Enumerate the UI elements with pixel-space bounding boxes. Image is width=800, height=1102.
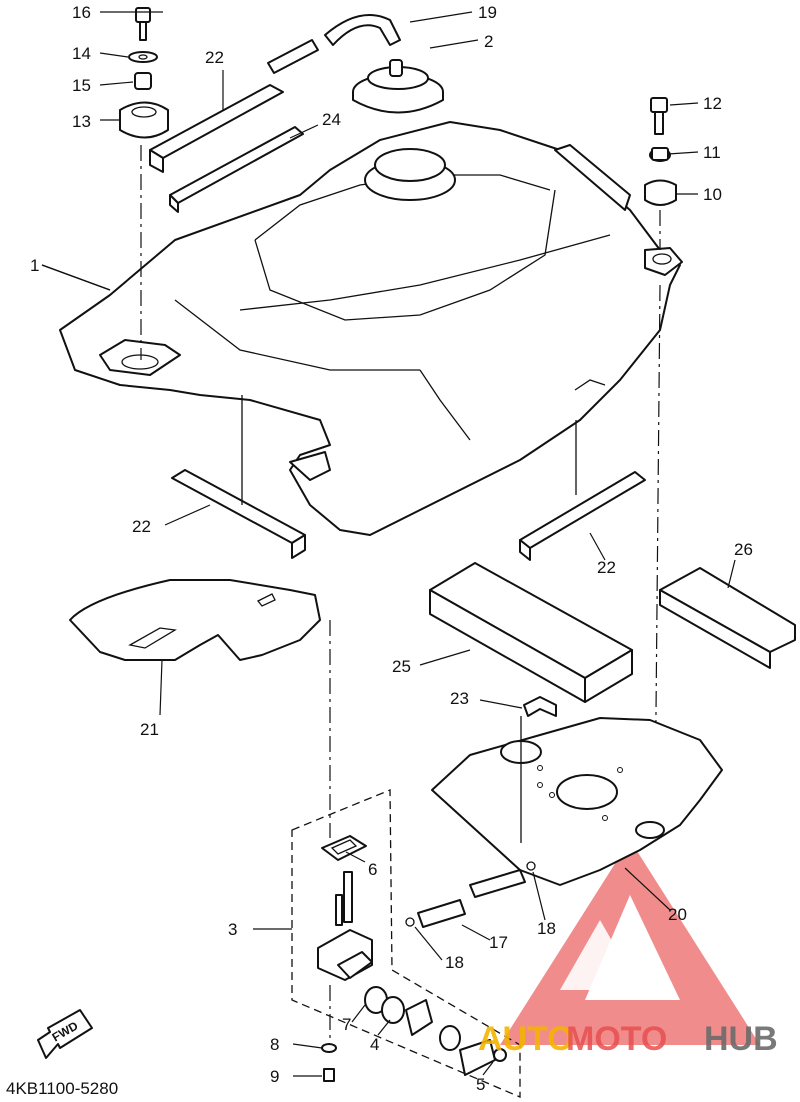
callout-1: 1 [30,256,39,275]
pads-upper [149,84,304,213]
callout-9: 9 [270,1067,279,1086]
callout-24: 24 [322,110,341,129]
callout-13: 13 [72,112,91,131]
callout-19: 19 [478,3,497,22]
watermark-logo [500,840,760,1045]
callout-4: 4 [370,1035,379,1054]
callout-7: 7 [342,1015,351,1034]
callout-labels: 1 2 3 4 5 6 7 8 9 10 11 12 13 14 15 16 1… [30,3,753,1094]
breather-hose [267,14,401,74]
callout-5: 5 [476,1075,485,1094]
callout-22-top: 22 [205,48,224,67]
fuel-hose [405,861,536,928]
callout-18-left: 18 [445,953,464,972]
callout-10: 10 [703,185,722,204]
callout-8: 8 [270,1035,279,1054]
foam-blocks [429,562,796,703]
callout-6: 6 [368,860,377,879]
callout-23: 23 [450,689,469,708]
callout-2: 2 [484,32,493,51]
callout-22-right: 22 [597,558,616,577]
callout-15: 15 [72,76,91,95]
watermark-moto: MOTO [566,1020,667,1058]
base-plate [431,717,723,886]
fuel-cock-assembly [291,620,521,1098]
callout-18-right: 18 [537,919,556,938]
callout-20: 20 [668,905,687,924]
diagram-code: 4KB1100-5280 [6,1079,118,1098]
callout-12: 12 [703,94,722,113]
callout-26: 26 [734,540,753,559]
callout-25: 25 [392,657,411,676]
fuel-tank [59,121,683,536]
callout-14: 14 [72,44,91,63]
callout-11: 11 [703,143,721,162]
watermark-text: AUTO MOTO HUB [478,1020,778,1058]
callout-21: 21 [140,720,159,739]
watermark-hub: HUB [704,1020,778,1058]
pads-lower [171,469,646,561]
heat-shield [69,579,321,661]
watermark-auto: AUTO [478,1020,574,1058]
callout-16: 16 [72,3,91,22]
fuel-cap [352,59,444,114]
right-mount-hardware [644,97,677,821]
leader-lines [41,11,736,1077]
fwd-arrow: FWD [37,1009,93,1059]
clip [520,696,557,843]
callout-3: 3 [228,920,237,939]
callout-22-left: 22 [132,517,151,536]
callout-17: 17 [489,933,508,952]
